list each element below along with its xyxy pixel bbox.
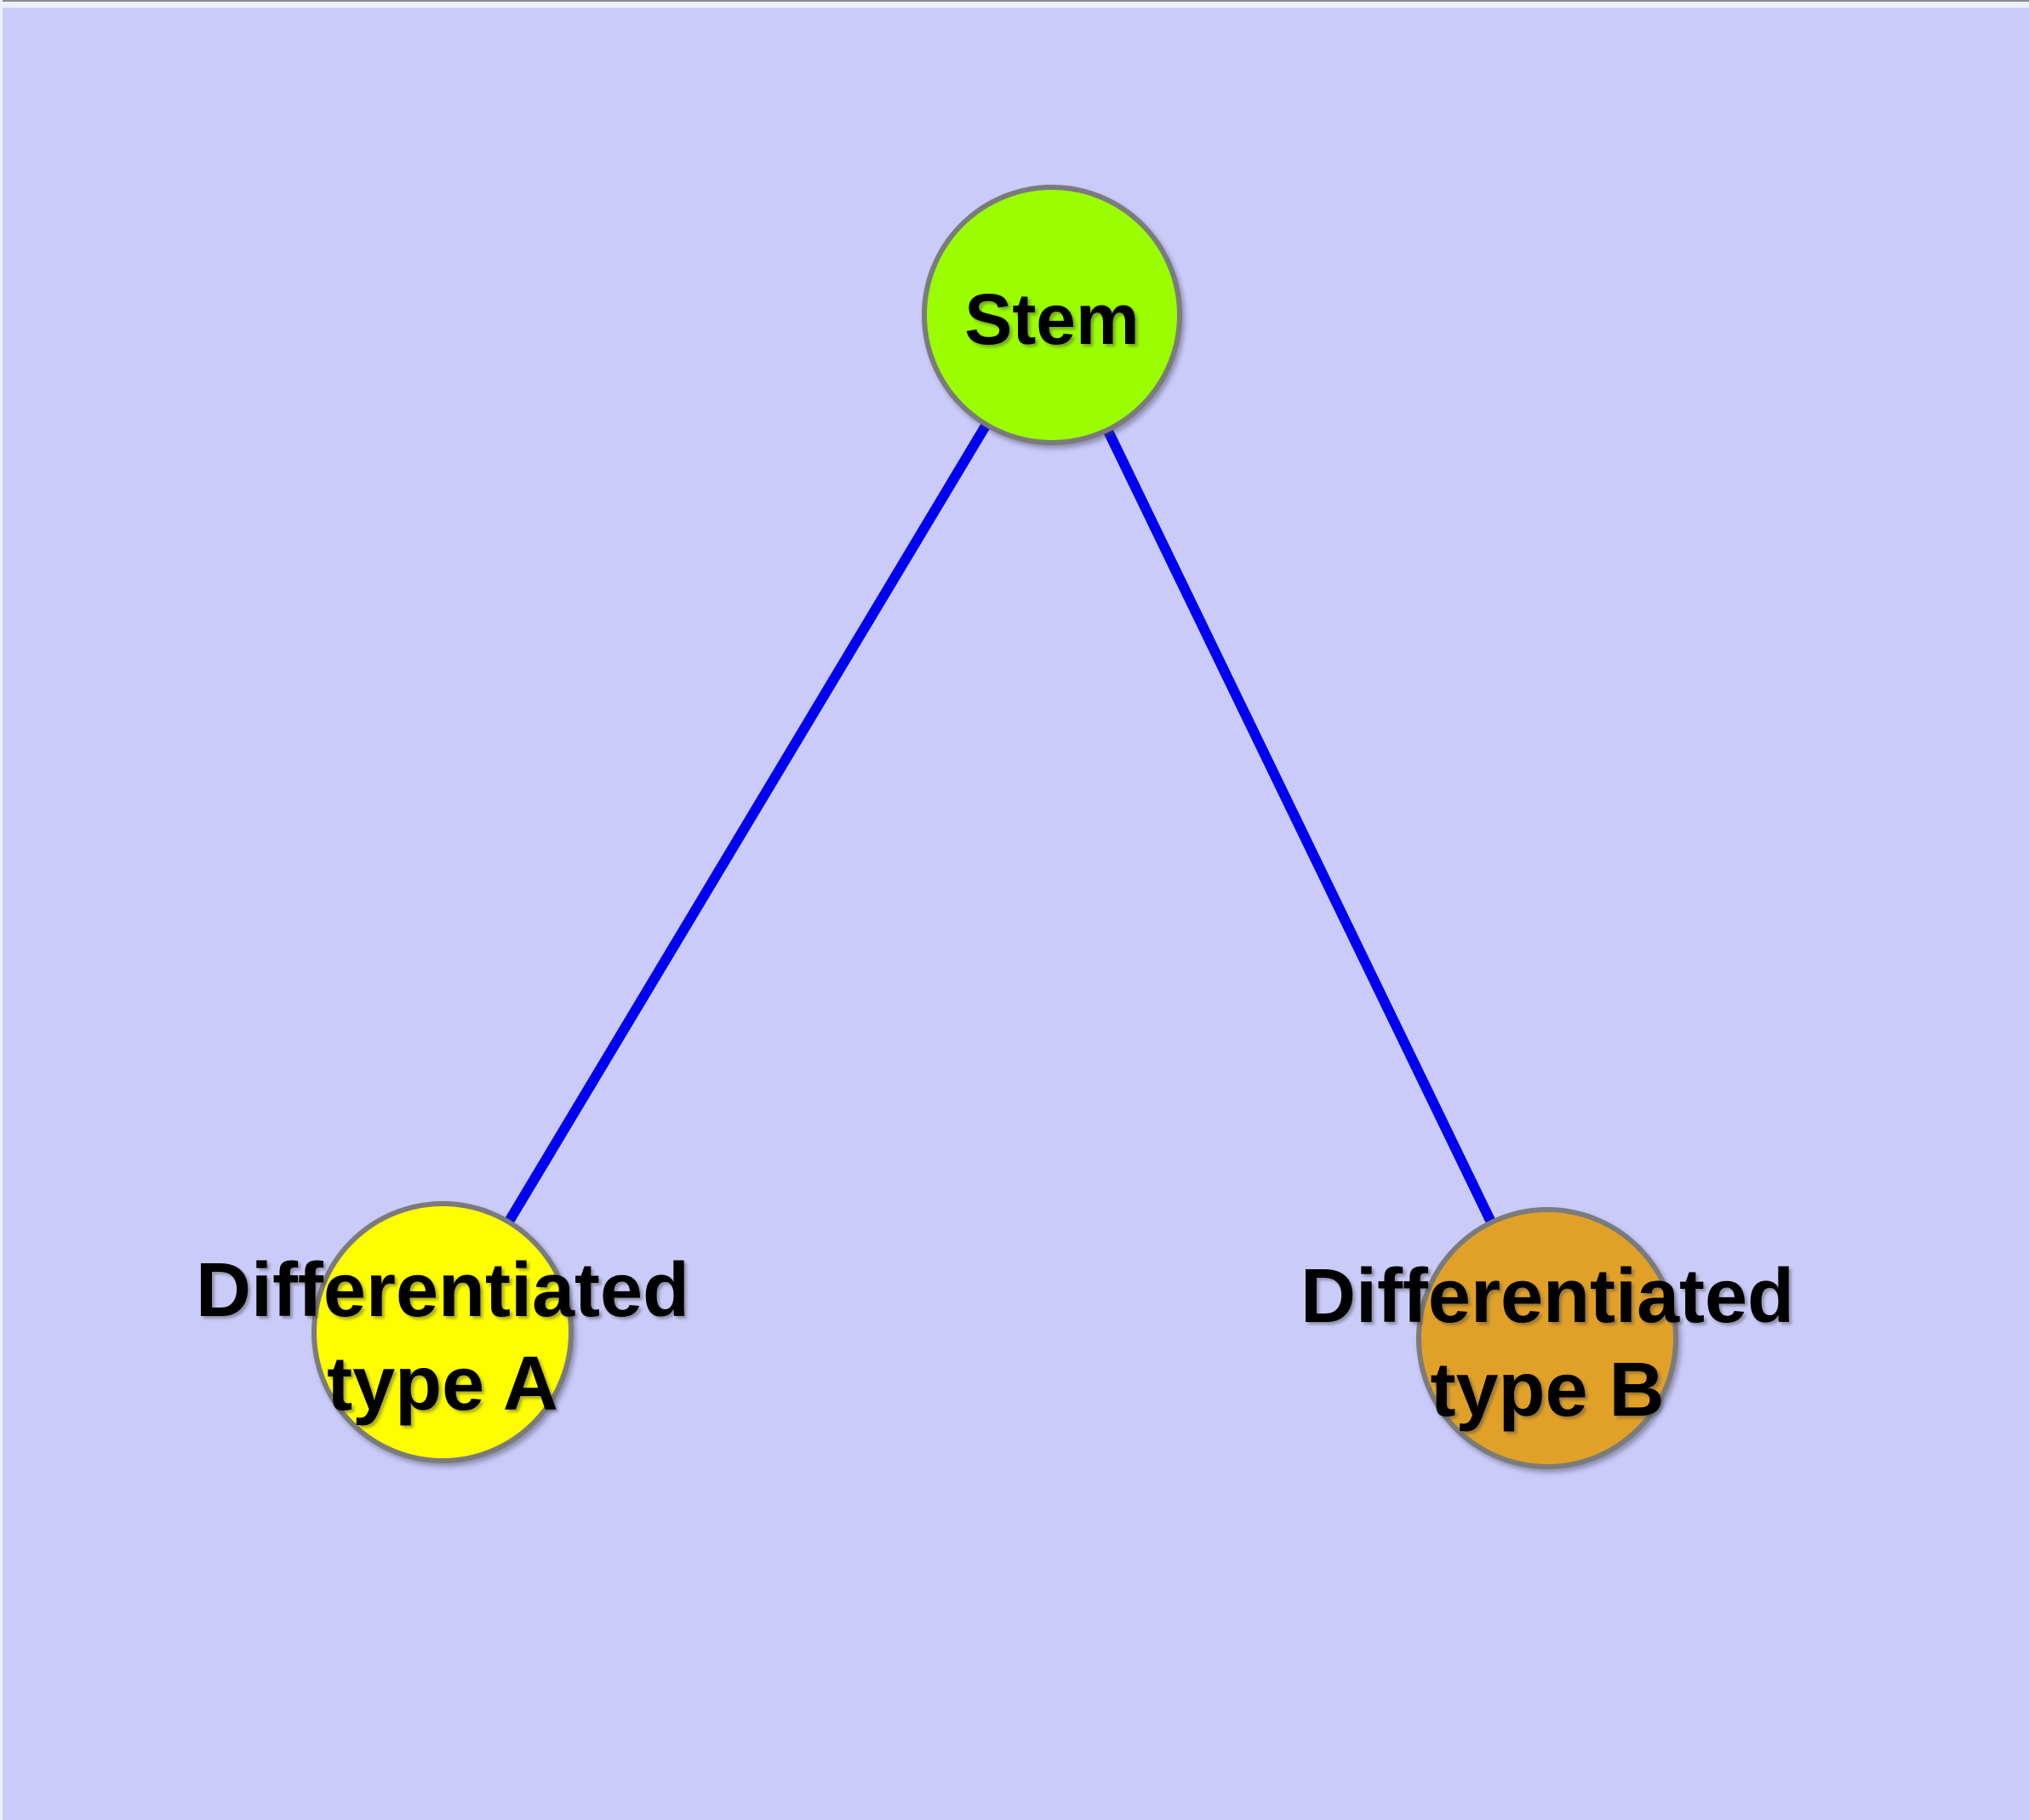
node-stem-circle <box>922 185 1182 445</box>
graph-edges <box>437 312 1552 1341</box>
window-top-edge <box>0 0 2029 8</box>
node-differentiated-type-a-circle <box>311 1201 574 1463</box>
node-differentiated-type-a: Differentiated type A <box>196 1201 689 1463</box>
window-left-edge <box>0 0 3 1820</box>
node-differentiated-type-a-label-line2: type A <box>327 1342 558 1427</box>
node-stem: Stem <box>922 185 1182 445</box>
edge-stem-to-differentiated-type-a <box>437 312 1057 1336</box>
edge-stem-to-differentiated-type-b <box>1047 312 1552 1341</box>
node-stem-label: Stem <box>964 279 1139 359</box>
node-differentiated-type-a-label-line1: Differentiated <box>196 1248 689 1333</box>
node-differentiated-type-b-label-line1: Differentiated <box>1300 1254 1794 1339</box>
node-differentiated-type-b-label-line2: type B <box>1430 1348 1664 1433</box>
node-differentiated-type-b-circle <box>1416 1207 1678 1469</box>
node-differentiated-type-b: Differentiated type B <box>1300 1207 1794 1469</box>
